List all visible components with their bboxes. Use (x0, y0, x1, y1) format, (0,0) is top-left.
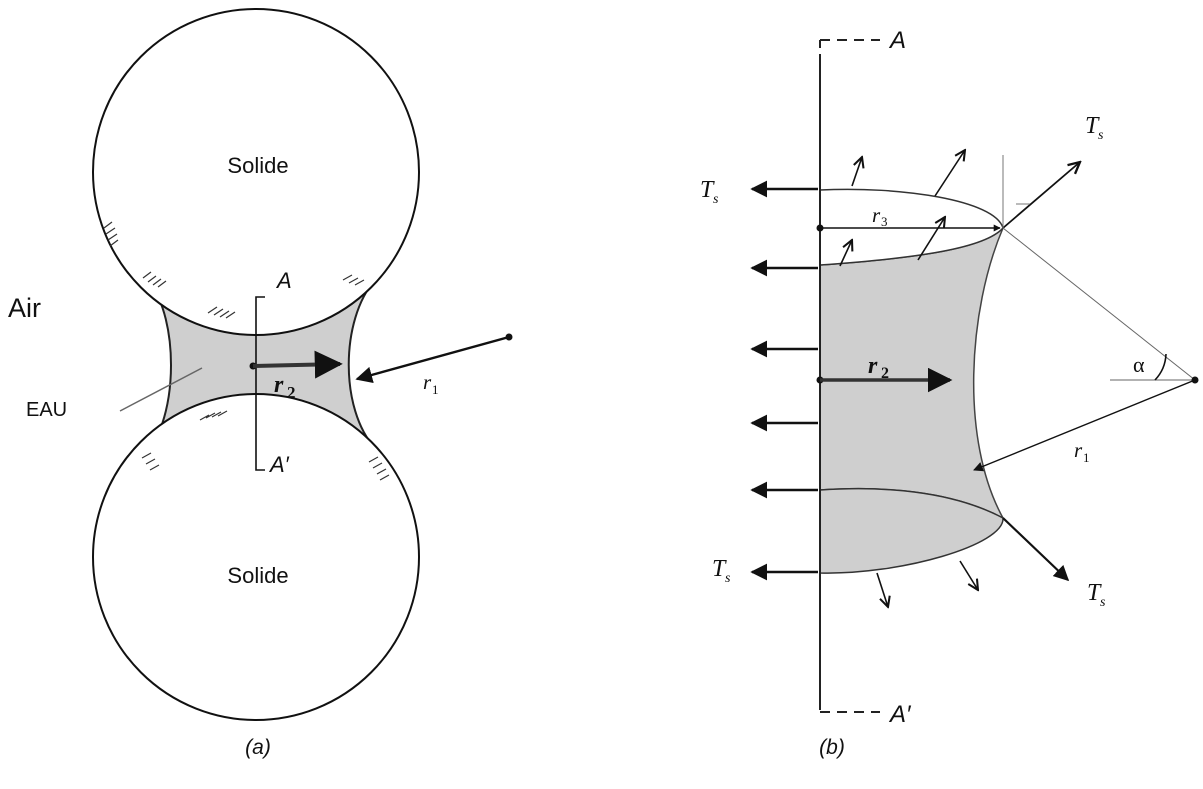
surface-arrows-b (839, 150, 978, 607)
ts-arrow-bottom-right (1002, 517, 1070, 582)
alpha-label: α (1133, 352, 1145, 377)
tension-arrows-left (750, 180, 818, 581)
solid-label-bottom: Solide (227, 563, 288, 588)
caption-b: (b) (819, 736, 845, 759)
r2-arrow-a (252, 350, 343, 379)
panel-a: A A′ r 2 r 1 Solide Solide Air EAU (a) (8, 8, 513, 759)
air-label: Air (8, 293, 41, 323)
section-label-bottom-a: A′ (268, 452, 290, 477)
ts-label-left-bottom: T (712, 556, 727, 582)
r3-subscript-b: 3 (881, 214, 888, 229)
section-label-top-b: A (888, 27, 906, 54)
water-label: EAU (26, 399, 67, 421)
section-label-top-a: A (275, 268, 292, 293)
r2-subscript-b: 2 (881, 365, 889, 382)
ts-label-right-top: T (1085, 113, 1100, 139)
water-pointer-line (119, 367, 203, 412)
panel-b: A A′ r (700, 27, 1199, 759)
r1-subscript-a: 1 (432, 382, 439, 397)
section-label-bottom-b: A′ (888, 701, 912, 728)
alpha-arc (1154, 353, 1167, 381)
ts-label-left-top: T (700, 177, 715, 203)
ts-sub-left-top: s (713, 192, 719, 207)
r3-label-b: r (872, 203, 881, 227)
r1-label-b: r (1074, 438, 1083, 462)
r1-label-a: r (423, 370, 432, 394)
ts-arrow-top-right (1002, 162, 1080, 229)
caption-a: (a) (245, 736, 271, 759)
contact-hatches-a (103, 221, 390, 481)
r2-subscript-a: 2 (287, 383, 296, 402)
edge-to-center-line (1002, 227, 1196, 381)
ts-sub-left-bottom: s (725, 571, 731, 586)
ts-label-right-bottom: T (1087, 580, 1102, 606)
section-bracket-a (255, 296, 265, 471)
water-half-meniscus-b (819, 227, 1005, 520)
r2-label-b: r (868, 353, 878, 379)
r1-arrow-b (973, 379, 1196, 472)
r1-subscript-b: 1 (1083, 450, 1090, 465)
ts-sub-right-top: s (1098, 128, 1104, 143)
solid-label-top: Solide (227, 153, 288, 178)
r2-label-a: r (274, 372, 284, 398)
ts-sub-right-bottom: s (1100, 595, 1106, 610)
r1-arrow-a (355, 335, 510, 384)
